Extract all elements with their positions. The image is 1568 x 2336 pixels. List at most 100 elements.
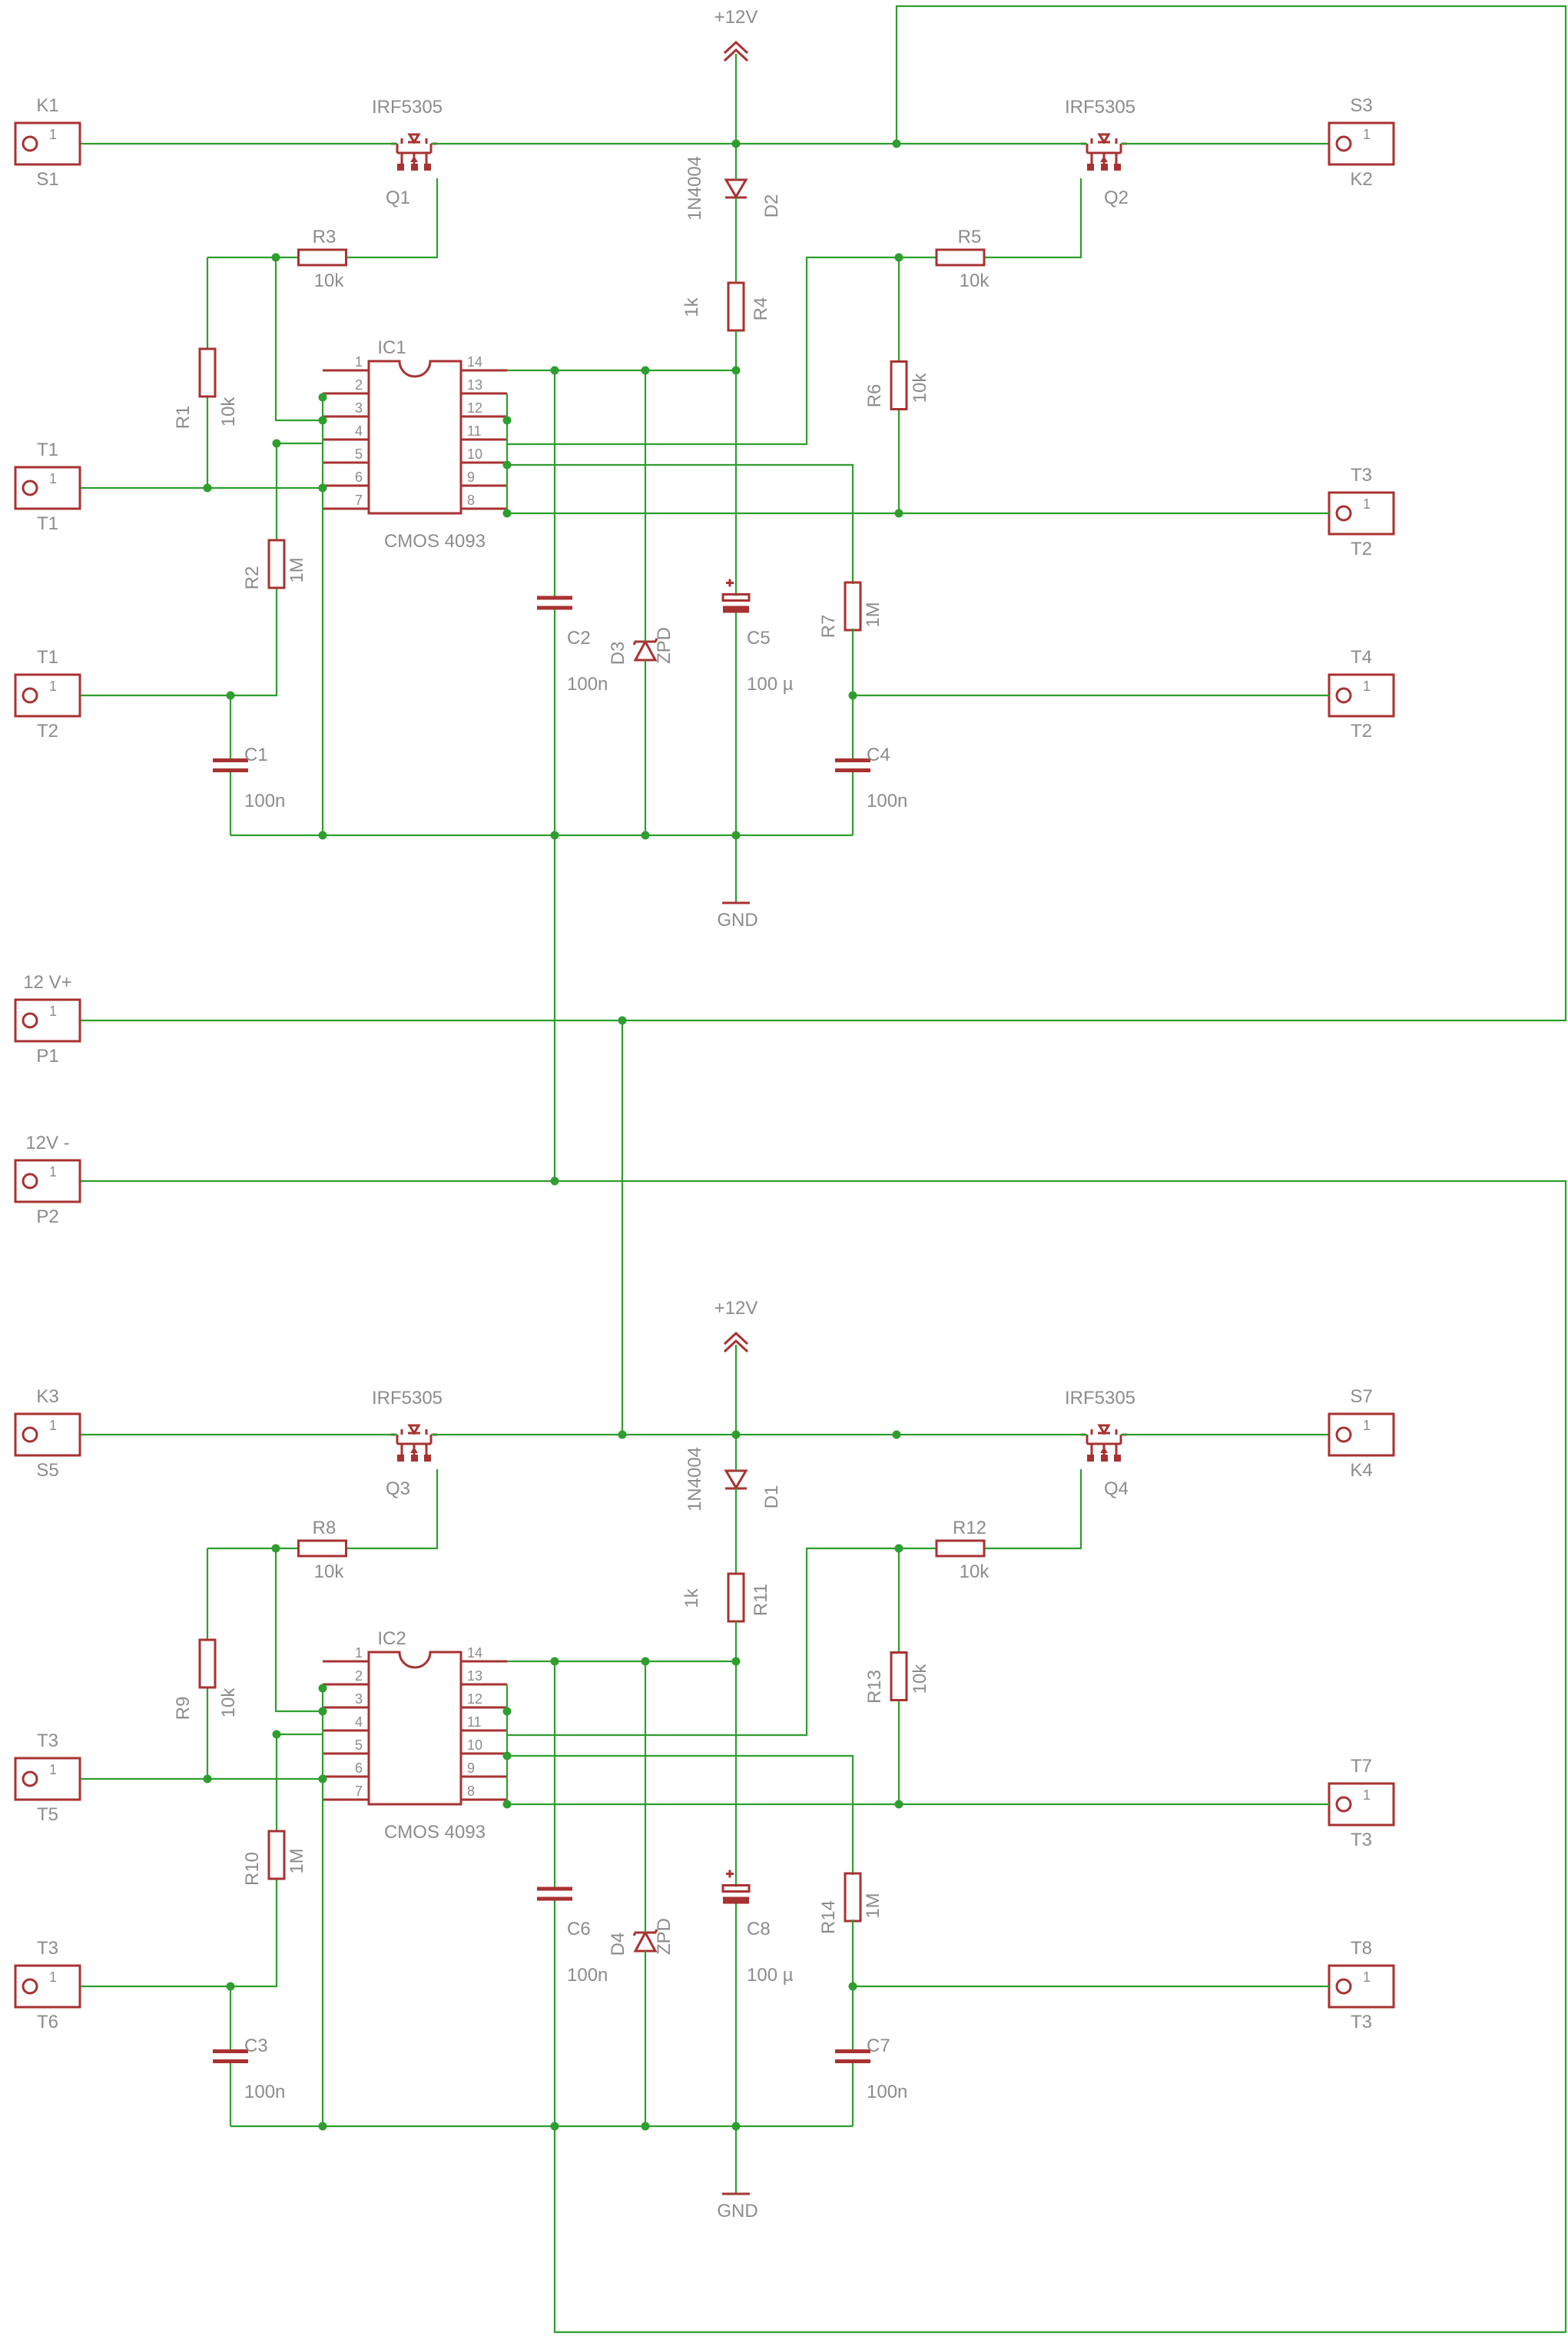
capacitor-electrolytic: C5 100 µ (721, 370, 794, 835)
connector-terminal (22, 479, 38, 496)
junction-dot (318, 2122, 327, 2131)
mosfet-pad (1114, 1455, 1121, 1462)
resistor-name: R1 (173, 406, 194, 430)
capacitor-value: 100 µ (747, 1965, 794, 1986)
connector-pin-number: 1 (49, 1004, 57, 1019)
ic-pin-number: 2 (355, 1668, 363, 1684)
mosfet-arrow (410, 1447, 418, 1453)
junction-dot (318, 1707, 327, 1716)
connector-value: T3 (1351, 1830, 1372, 1850)
ic-pin-number: 7 (355, 1784, 363, 1799)
resistor-value: 1M (287, 557, 307, 582)
ic-pin-number: 8 (467, 493, 475, 508)
connector-pin-number: 1 (49, 679, 57, 694)
connector-pin-number: 1 (1363, 679, 1371, 694)
connector-value: T2 (1351, 721, 1372, 742)
ic-pin-number: 11 (467, 1714, 482, 1730)
mosfet-arrow (1100, 156, 1108, 162)
ic-pin-number: 3 (355, 400, 363, 416)
resistor-value: 1M (863, 1893, 883, 1918)
resistor-name: R7 (818, 615, 839, 639)
junction-dot (318, 1774, 327, 1784)
connector-pin-number: 1 (1363, 1418, 1371, 1433)
ic-pin-number: 13 (467, 377, 482, 393)
ic-name: IC1 (377, 337, 406, 358)
connector-body (14, 1412, 81, 1457)
capacitor-name: C3 (244, 2036, 268, 2056)
junction-dot (502, 416, 512, 425)
junction-dot (641, 2122, 650, 2131)
capacitor-value: 100n (567, 674, 608, 695)
connector-name: T3 (1351, 465, 1372, 486)
resistor-body (890, 1651, 908, 1701)
connector-name: T3 (37, 1938, 58, 1959)
mosfet-name: Q4 (1104, 1478, 1129, 1499)
resistor-value: 10k (314, 270, 345, 291)
gate-wire-right (1022, 178, 1082, 259)
capacitor-plate (213, 768, 248, 772)
resistor-value: 1k (681, 297, 702, 317)
resistor-name: R4 (751, 297, 771, 321)
ic-body (367, 360, 462, 515)
mosfet-leads (1086, 144, 1122, 153)
wire (507, 1547, 899, 1737)
connector-name: K3 (36, 1386, 58, 1407)
capacitor-name: C5 (747, 628, 771, 649)
ic-body (367, 1651, 462, 1806)
resistor-name: R13 (864, 1670, 885, 1704)
resistor-value: 10k (314, 1561, 345, 1582)
mosfet-arrow (410, 156, 418, 162)
mosfet-pad (411, 1455, 418, 1462)
connector-terminal (1335, 687, 1352, 704)
connector-body (14, 1757, 81, 1801)
connector-pin-number: 1 (49, 127, 57, 142)
diode-name: D2 (761, 194, 782, 218)
ic-pin-number: 2 (355, 377, 363, 393)
mosfet-leads (396, 1435, 433, 1444)
wire (507, 1754, 854, 1875)
resistor-name: R11 (751, 1584, 771, 1616)
mosfet-body-diode (400, 138, 428, 144)
zener-name: D3 (608, 642, 628, 665)
junction-dot (550, 831, 559, 840)
connector-terminal (1335, 1426, 1352, 1443)
ic-pin-number: 12 (467, 1691, 482, 1707)
connector-name: S7 (1350, 1386, 1372, 1407)
connector-name: T7 (1351, 1756, 1372, 1777)
ic-pin-number: 11 (467, 423, 482, 439)
mosfet-body-diode (1097, 133, 1111, 144)
ic-pin-number: 14 (467, 1645, 482, 1661)
mosfet-value: IRF5305 (372, 1388, 443, 1409)
wire (81, 615, 278, 697)
ic-pin-number: 13 (467, 1668, 482, 1684)
connector-terminal (22, 687, 38, 704)
resistor-body (844, 581, 862, 632)
electrolytic-plate (723, 606, 749, 613)
resistor-name: R6 (864, 384, 885, 408)
supply-label: +12V (714, 7, 758, 28)
capacitor-value: 100 µ (747, 674, 794, 695)
ic-pin-number: 9 (467, 1760, 475, 1776)
gate-wire-right (1022, 1469, 1082, 1550)
resistor-body (297, 1539, 347, 1558)
mosfet-name: Q2 (1104, 187, 1129, 208)
connector-body (1328, 1782, 1395, 1827)
resistor-body (727, 1572, 745, 1623)
capacitor-plate (835, 2049, 870, 2053)
mosfet-pad (424, 164, 431, 171)
mosfet-body-diode (407, 133, 421, 144)
connector-p1: 112 V+P1 (14, 972, 81, 1067)
connector-body (14, 673, 81, 718)
diode-value: 1N4004 (685, 1447, 705, 1511)
